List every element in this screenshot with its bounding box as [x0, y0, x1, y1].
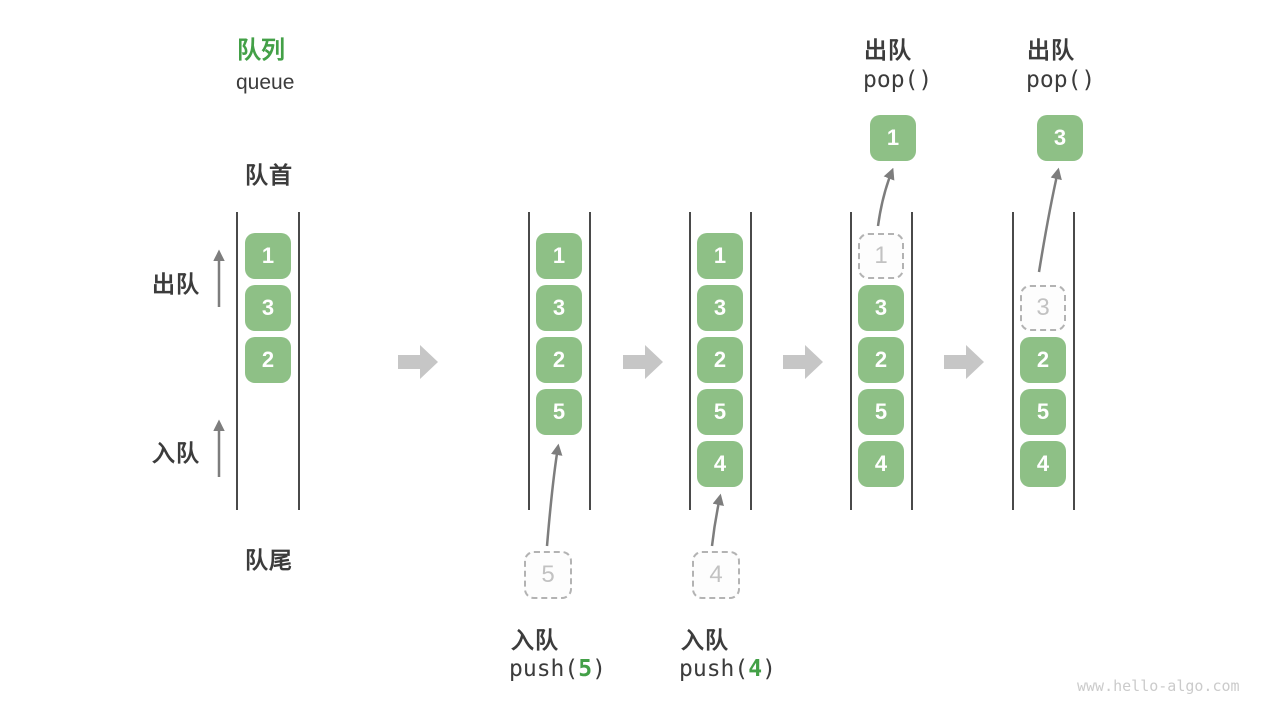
push-operation-label-zh: 入队 [681, 627, 729, 653]
popped-item-box: 1 [870, 115, 916, 161]
pop-arrow [1037, 167, 1062, 273]
queue-wall-line [1012, 212, 1014, 510]
diagram-title-zh: 队列 [237, 37, 285, 64]
queue-slot: 3 [697, 285, 743, 331]
queue-slot: 3 [245, 285, 291, 331]
queue-wall-line [1073, 212, 1075, 510]
dequeue-label: 出队 [152, 271, 200, 297]
queue-wall-line [750, 212, 752, 510]
push-arrow [710, 493, 724, 547]
pending-item-box: 4 [692, 551, 740, 599]
queue-wall-line [589, 212, 591, 510]
queue-slot: 2 [245, 337, 291, 383]
push-operation-label-zh: 入队 [511, 627, 559, 653]
code-text: push( [679, 656, 749, 682]
queue-slot: 3 [536, 285, 582, 331]
queue-slot: 4 [697, 441, 743, 487]
diagram-title-en: queue [236, 71, 295, 94]
code-arg: 4 [748, 656, 763, 682]
code-text: ) [762, 656, 776, 682]
queue-wall-line [298, 212, 300, 510]
queue-slot: 1 [245, 233, 291, 279]
push-operation-label-code: push(4) [679, 656, 776, 682]
queue-slot: 2 [697, 337, 743, 383]
state-transition-arrow-icon [398, 345, 438, 379]
popped-item-box: 3 [1037, 115, 1083, 161]
queue-slot: 5 [697, 389, 743, 435]
state-transition-arrow-icon [623, 345, 663, 379]
code-arg: 5 [578, 656, 593, 682]
queue-slot: 1 [536, 233, 582, 279]
push-arrow [545, 443, 563, 547]
push-operation-label-code: push(5) [509, 656, 606, 682]
queue-slot: 5 [858, 389, 904, 435]
queue-wall-line [528, 212, 530, 510]
watermark: www.hello-algo.com [1077, 677, 1240, 695]
pop-operation-label-zh: 出队 [1027, 37, 1075, 63]
queue-slot: 5 [1020, 389, 1066, 435]
queue-wall-line [911, 212, 913, 510]
queue-wall-line [689, 212, 691, 510]
queue-wall-line [850, 212, 852, 510]
queue-slot: 1 [697, 233, 743, 279]
queue-slot: 3 [858, 285, 904, 331]
queue-front-label: 队首 [245, 162, 293, 188]
enqueue-label: 入队 [152, 440, 200, 466]
pop-operation-label-code: pop() [1026, 67, 1096, 93]
queue-slot-removed: 3 [1020, 285, 1066, 331]
queue-slot: 4 [858, 441, 904, 487]
queue-slot-removed: 1 [858, 233, 904, 279]
code-text: ) [592, 656, 606, 682]
queue-wall-line [236, 212, 238, 510]
queue-rear-label: 队尾 [245, 547, 293, 573]
queue-slot: 2 [536, 337, 582, 383]
pop-operation-label-code: pop() [863, 67, 933, 93]
queue-slot: 4 [1020, 441, 1066, 487]
code-text: push( [509, 656, 579, 682]
queue-slot: 5 [536, 389, 582, 435]
queue-slot: 2 [1020, 337, 1066, 383]
queue-slot: 2 [858, 337, 904, 383]
pending-item-box: 5 [524, 551, 572, 599]
state-transition-arrow-icon [944, 345, 984, 379]
pop-arrow [876, 167, 895, 227]
state-transition-arrow-icon [783, 345, 823, 379]
pop-operation-label-zh: 出队 [864, 37, 912, 63]
